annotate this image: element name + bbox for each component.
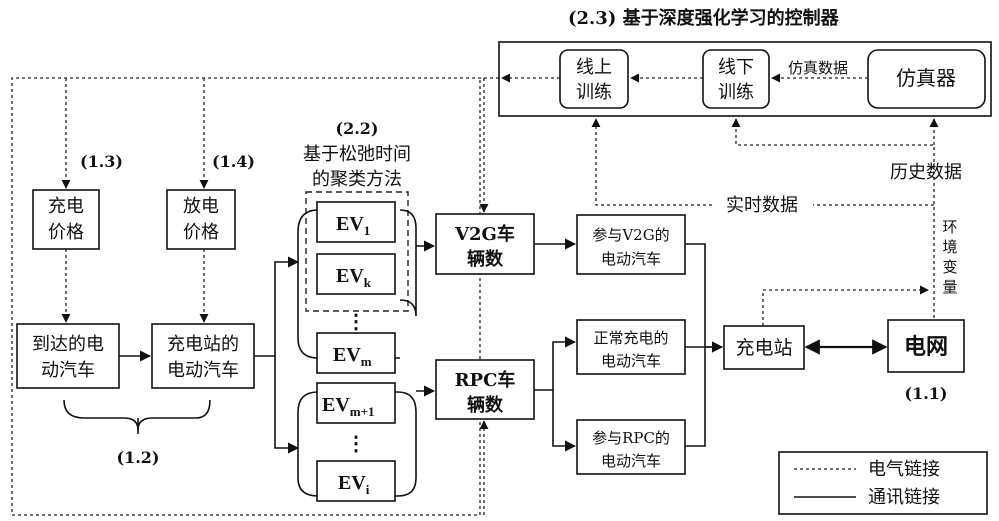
ev-i-box [316, 460, 396, 502]
ev-m1-box [316, 382, 396, 424]
station-to-env-arrow [762, 285, 929, 326]
label-1-4: (1.4) [212, 152, 255, 171]
upper-group-frame [297, 209, 400, 359]
ev-1-label: EV1 [336, 213, 370, 238]
ev-k-box [316, 253, 396, 295]
legend-electric-label: 电气链接 [868, 459, 940, 480]
label-1-1: (1.1) [905, 384, 948, 403]
env-var-1: 环 [942, 218, 957, 236]
ev-dots-lower: ⋮ [346, 433, 366, 455]
rpc-count-line1: RPC车 [455, 369, 516, 391]
ev-dots-upper: ⋮ [346, 311, 366, 333]
controller-title: (2.3) 基于深度强化学习的控制器 [568, 7, 840, 29]
ev-k-label: EVk [336, 265, 372, 290]
grid-box [887, 319, 965, 373]
online-training-line2: 训练 [576, 82, 612, 103]
env-var-2: 境 [942, 238, 957, 256]
rpc-count-fork-down [552, 390, 577, 452]
v2g-count-line2: 辆数 [467, 248, 504, 270]
grid-label: 电网 [904, 334, 948, 360]
arriving-ev-line1: 到达的电 [32, 334, 104, 355]
discharge-price-line2: 价格 [183, 222, 219, 243]
cluster-dashed-box [305, 191, 409, 312]
normal-ev-box [576, 319, 686, 375]
rpc-ev-line2: 电动汽车 [601, 452, 661, 470]
history-data-label: 历史数据 [890, 162, 962, 183]
ev-m1-label: EVm+1 [322, 394, 375, 419]
station-fork-down [274, 356, 300, 454]
realtime-data-line-left [591, 118, 712, 206]
sim-data-label: 仿真数据 [788, 59, 848, 77]
v2g-count-line1: V2G车 [454, 223, 515, 245]
normal-ev-line1: 正常充电的 [593, 329, 668, 347]
rpc-count-box [435, 359, 535, 420]
control-loop-line [11, 77, 499, 516]
ev-m-box [316, 332, 396, 374]
label-1-2: (1.2) [117, 448, 160, 467]
v2g-ev-line2: 电动汽车 [601, 250, 661, 268]
offline-training-box [702, 49, 770, 109]
charging-station-box [723, 325, 805, 370]
v2g-ev-to-station [685, 243, 724, 353]
charge-price-line1: 充电 [48, 196, 84, 217]
offline-training-line1: 线下 [718, 57, 754, 78]
arriving-ev-box [16, 323, 120, 389]
charge-price-line2: 价格 [48, 222, 84, 243]
arriving-ev-line2: 动汽车 [41, 360, 95, 381]
legend-comm-label: 通讯链接 [868, 487, 940, 508]
normal-ev-line2: 电动汽车 [601, 352, 661, 370]
discharge-price-line1: 放电 [183, 196, 219, 217]
station-fork-line [254, 256, 300, 357]
simulator-label: 仿真器 [896, 66, 956, 90]
rpc-count-fork [534, 336, 577, 391]
rpc-count-line2: 辆数 [467, 394, 504, 416]
simulator-box [867, 49, 986, 109]
label-1-3: (1.3) [80, 152, 123, 171]
cluster-line2: 的聚类方法 [312, 169, 402, 190]
v2g-count-box [435, 213, 535, 275]
rpc-ev-box [576, 419, 686, 475]
bracket-1-2 [63, 399, 211, 431]
env-var-3: 变 [942, 258, 957, 276]
discharge-price-box [166, 189, 236, 250]
legend-box [778, 451, 988, 515]
online-training-box [559, 49, 629, 109]
ev-1-box [316, 201, 396, 243]
ev-m-label: EVm [333, 344, 372, 369]
cluster-number: (2.2) [336, 119, 379, 138]
offline-training-line2: 训练 [718, 82, 754, 103]
lower-group-frame [297, 391, 417, 497]
rpc-ev-line1: 参与RPC的 [592, 429, 670, 447]
v2g-ev-line1: 参与V2G的 [592, 226, 669, 244]
cluster-line1: 基于松弛时间 [303, 144, 411, 165]
rpc-ev-to-station [685, 347, 706, 447]
station-ev-box [151, 323, 255, 389]
ev-i-label: EVi [338, 472, 370, 497]
charging-station-label: 充电站 [735, 337, 792, 359]
realtime-data-label: 实时数据 [726, 195, 798, 216]
online-training-line1: 线上 [576, 57, 612, 78]
env-var-4: 量 [942, 278, 957, 296]
upper-group-frame-right [399, 209, 417, 317]
station-ev-line1: 充电站的 [167, 334, 239, 355]
history-data-line [731, 118, 935, 318]
station-ev-line2: 电动汽车 [167, 360, 239, 381]
